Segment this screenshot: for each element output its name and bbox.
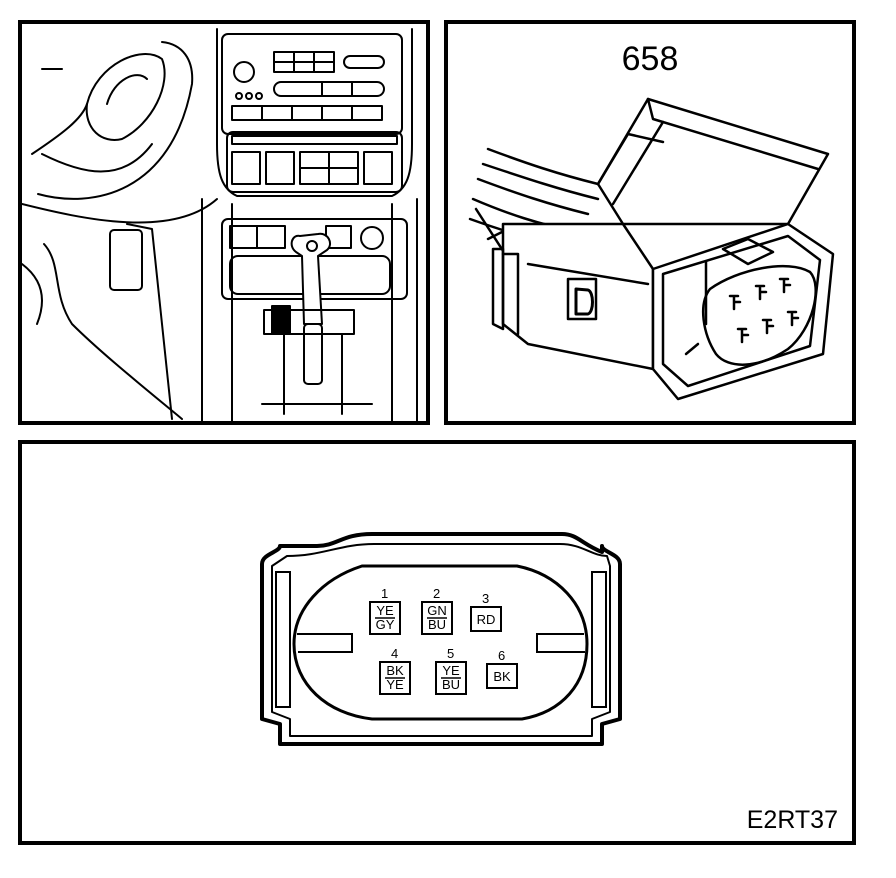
pin-color-label: BK [493,669,511,684]
pin-color-label: YE [442,663,460,678]
pin-6: 6BK [486,648,518,689]
connector-3d-view: 658 [444,20,856,425]
pin-insert [292,564,589,721]
pin-3: 3RD [470,591,502,632]
pin-number: 4 [391,646,398,661]
pin-number: 1 [381,586,388,601]
pin-number: 5 [447,646,454,661]
connector-illustration [468,97,835,401]
pin-number: 3 [482,591,489,606]
pin-color-label: RD [477,612,496,627]
pin-color-label: BK [386,663,404,678]
dashboard-location-view [18,20,430,425]
left-latch [275,571,291,708]
pin-color-label: GN [427,603,447,618]
pin-number: 2 [433,586,440,601]
pin-box [486,663,518,689]
right-latch [591,571,607,708]
connector-number: 658 [621,40,679,78]
dashboard-illustration [22,28,418,421]
pin-color-label: YE [376,603,394,618]
pin-color-label: GY [376,617,395,632]
pin-color-label: BU [428,617,446,632]
pin-color-label: BU [442,677,460,692]
pin-color-label: YE [386,677,404,692]
figure-code: E2RT37 [746,806,838,834]
housing-outline [260,532,622,746]
pin-number: 6 [498,648,505,663]
pin-box [470,606,502,632]
